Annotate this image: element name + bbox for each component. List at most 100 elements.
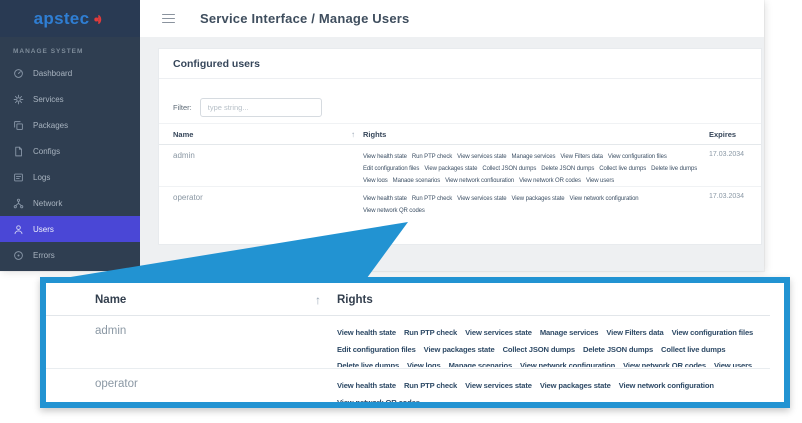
right-item: View network QR codes	[623, 361, 706, 367]
right-item: Manage scenarios	[448, 361, 513, 367]
spacer	[315, 325, 337, 367]
filter-label: Filter:	[173, 103, 192, 112]
user-expires: 17.03.2034	[709, 151, 745, 158]
right-item: View health state	[337, 381, 396, 390]
right-item: Edit configuration files	[363, 166, 420, 172]
callout-user-name: operator	[95, 378, 138, 390]
table-header: Name ↑ Rights Expires	[159, 123, 761, 145]
configured-users-card: Configured users Filter: Name ↑ Rights E…	[158, 48, 762, 245]
signal-spiral-icon	[94, 15, 102, 24]
right-item: View network QR codes	[363, 208, 425, 214]
right-item: View services state	[465, 328, 532, 337]
right-item: View network configuration	[520, 361, 616, 367]
services-icon	[13, 94, 24, 105]
user-expires: 17.03.2034	[709, 193, 745, 200]
user-name: operator	[173, 193, 203, 202]
right-item: Manage services	[539, 328, 599, 337]
logs-icon	[13, 172, 24, 183]
right-item: Run PTP check	[411, 154, 453, 160]
right-item: View network QR codes	[519, 178, 581, 182]
errors-icon	[13, 250, 24, 261]
sidebar-item-dashboard[interactable]: Dashboard	[0, 60, 140, 86]
callout-user-name: admin	[95, 325, 127, 337]
callout-sort-arrow-icon: ↑	[315, 293, 321, 307]
right-item: View logs	[407, 361, 441, 367]
app-window: Service Interface / Manage Users Configu…	[0, 0, 764, 271]
user-name: admin	[173, 151, 195, 160]
right-item: View packages state	[424, 166, 478, 172]
callout-table-header: Name ↑ Rights	[46, 283, 770, 316]
top-bar: Service Interface / Manage Users	[140, 0, 764, 37]
sort-arrow-icon[interactable]: ↑	[351, 129, 355, 139]
right-item: View configuration files	[607, 154, 667, 160]
right-item: View network configuration	[445, 178, 515, 182]
brand-name: apstec	[33, 8, 90, 28]
sidebar-item-label: Configs	[33, 146, 61, 156]
right-item: View logs	[363, 178, 388, 182]
network-icon	[13, 198, 24, 209]
filter-row: Filter:	[173, 98, 747, 117]
right-item: Edit configuration files	[337, 344, 416, 354]
right-item: View health state	[363, 154, 407, 160]
sidebar-section-label: MANAGE SYSTEM	[13, 48, 84, 55]
right-item: View configuration files	[671, 328, 754, 337]
sidebar-item-label: Network	[33, 198, 63, 208]
column-header-name[interactable]: Name	[173, 129, 194, 139]
sidebar-item-label: Dashboard	[33, 68, 73, 78]
right-item: Delete JSON dumps	[541, 166, 595, 172]
sidebar-item-users[interactable]: Users	[0, 216, 140, 242]
spacer	[351, 151, 363, 182]
right-item: View packages state	[423, 344, 495, 354]
right-item: View Filters data	[606, 328, 664, 337]
right-item: View services state	[465, 381, 532, 390]
page-title: Service Interface / Manage Users	[200, 11, 410, 26]
packages-icon	[13, 120, 24, 131]
hamburger-icon[interactable]	[162, 13, 175, 24]
sidebar-item-label: Users	[33, 224, 54, 234]
content-area: Configured users Filter: Name ↑ Rights E…	[140, 37, 764, 271]
right-item: Collect JSON dumps	[502, 344, 576, 354]
sidebar-item-services[interactable]: Services	[0, 86, 140, 112]
sidebar-item-packages[interactable]: Packages	[0, 112, 140, 138]
sidebar-item-label: Logs	[33, 172, 51, 182]
right-item: View packages state	[511, 196, 565, 202]
spacer	[351, 193, 363, 217]
right-item: View services state	[457, 196, 507, 202]
right-item: Run PTP check	[403, 328, 458, 337]
user-rights: View health state Run PTP check View servi…	[363, 151, 709, 182]
sidebar-item-errors[interactable]: Errors	[0, 242, 140, 268]
brand-logo[interactable]: apstec	[0, 0, 140, 37]
right-item: Run PTP check	[411, 196, 453, 202]
sidebar-item-label: Packages	[33, 120, 69, 130]
right-item: Manage scenarios	[392, 178, 441, 182]
right-item: View users	[713, 361, 753, 367]
users-icon	[13, 224, 24, 235]
right-item: View services state	[457, 154, 507, 160]
right-item: Delete JSON dumps	[582, 344, 654, 354]
right-item: Collect JSON dumps	[482, 166, 537, 172]
dashboard-icon	[13, 68, 24, 79]
sidebar-item-configs[interactable]: Configs	[0, 138, 140, 164]
sidebar-item-network[interactable]: Network	[0, 190, 140, 216]
spacer	[315, 378, 337, 402]
filter-input[interactable]	[199, 98, 322, 117]
column-header-expires[interactable]: Expires	[709, 129, 737, 139]
right-item: View users	[585, 178, 615, 182]
column-header-rights[interactable]: Rights	[363, 129, 387, 139]
configs-icon	[13, 146, 24, 157]
right-item: View network configuration	[618, 381, 714, 390]
card-title: Configured users	[159, 49, 761, 79]
sidebar-item-logs[interactable]: Logs	[0, 164, 140, 190]
right-item: View Filters data	[560, 154, 603, 160]
